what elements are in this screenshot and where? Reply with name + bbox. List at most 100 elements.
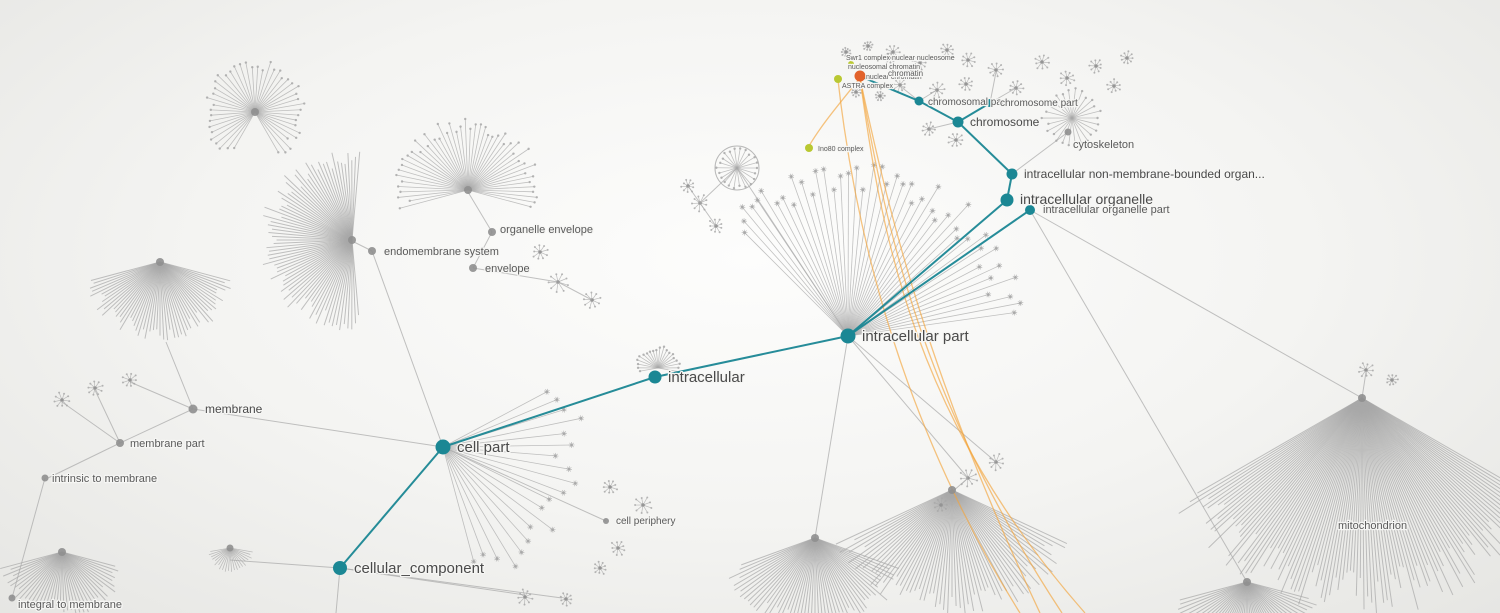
gray-edge bbox=[989, 87, 1017, 104]
gray-edge bbox=[94, 389, 121, 444]
gray-edge bbox=[699, 167, 738, 204]
gray-edge bbox=[1029, 209, 1248, 583]
label-intrinsic-to-membrane[interactable]: intrinsic to membrane bbox=[51, 472, 159, 487]
label-chromatin[interactable]: chromatin bbox=[887, 68, 925, 80]
node-mitochondrion-apex[interactable] bbox=[1358, 394, 1366, 402]
gray-edge bbox=[687, 185, 701, 204]
teal-edge bbox=[957, 102, 991, 123]
label-nucleosomal-chromatin[interactable]: nucleosomal chromatin bbox=[847, 63, 922, 73]
node-cluster-node-2[interactable] bbox=[464, 186, 472, 194]
node-intracellular-part[interactable] bbox=[840, 328, 856, 344]
node-cluster-node-7[interactable] bbox=[811, 534, 819, 542]
node-cell-periphery[interactable] bbox=[603, 518, 609, 524]
node-intracellular[interactable] bbox=[648, 370, 662, 384]
node-membrane-part[interactable] bbox=[116, 439, 124, 447]
label-swr1-complex[interactable]: Swr1 complex bbox=[845, 54, 892, 64]
label-astra-complex[interactable]: ASTRA complex bbox=[841, 82, 895, 92]
label-intracellular-part[interactable]: intracellular part bbox=[861, 327, 971, 347]
node-ino80-complex-node[interactable] bbox=[805, 144, 813, 152]
gray-edge bbox=[1029, 209, 1363, 399]
gray-edge bbox=[371, 250, 444, 448]
label-organelle-envelope[interactable]: organelle envelope bbox=[499, 223, 594, 238]
gray-edge bbox=[989, 71, 997, 104]
gray-edge bbox=[467, 191, 493, 233]
gray-edge bbox=[736, 167, 849, 337]
label-nuclear-chromatin[interactable]: nuclear chromatin bbox=[865, 73, 923, 83]
label-intracellular-non-membrane-bounded-organ[interactable]: intracellular non-membrane-bounded organ… bbox=[1023, 166, 1266, 183]
teal-edges bbox=[339, 76, 1031, 569]
gray-edge bbox=[229, 559, 341, 569]
gray-edge bbox=[847, 335, 997, 463]
node-cluster-node-9[interactable] bbox=[1243, 578, 1251, 586]
node-chromosome-part[interactable] bbox=[986, 99, 994, 107]
label-cell-periphery[interactable]: cell periphery bbox=[615, 515, 677, 529]
gray-edge bbox=[472, 231, 493, 269]
node-chromosome[interactable] bbox=[952, 116, 964, 128]
gray-edge bbox=[11, 477, 46, 599]
gray-edge bbox=[557, 281, 593, 301]
node-cluster-node-5[interactable] bbox=[226, 544, 234, 552]
label-intracellular-organelle[interactable]: intracellular organelle bbox=[1019, 190, 1155, 209]
node-chromosomal-part[interactable] bbox=[914, 96, 924, 106]
node-organelle-envelope[interactable] bbox=[488, 228, 496, 236]
orange-edges bbox=[808, 77, 1086, 613]
label-ino80-complex[interactable]: Ino80 complex bbox=[817, 145, 866, 155]
node-highlight-complex-node-b[interactable] bbox=[848, 61, 854, 67]
label-integral-to-membrane[interactable]: integral to membrane bbox=[17, 598, 123, 613]
label-chromosomal-part[interactable]: chromosomal part bbox=[927, 96, 1010, 110]
gray-edge bbox=[61, 401, 121, 444]
label-chromosome-part[interactable]: chromosome part bbox=[999, 97, 1080, 111]
cluster-ring bbox=[714, 145, 760, 191]
gray-edge bbox=[472, 267, 559, 283]
gray-clusters bbox=[0, 60, 1500, 613]
node-cluster-node-4[interactable] bbox=[156, 258, 164, 266]
label-cellular-component[interactable]: cellular_component bbox=[353, 559, 486, 579]
node-cluster-node-1[interactable] bbox=[251, 108, 259, 116]
labels: cellular_component cell part intracellular… bbox=[17, 54, 1409, 613]
node-envelope[interactable] bbox=[469, 264, 477, 272]
teal-edge bbox=[957, 121, 1013, 175]
gray-edge bbox=[339, 567, 563, 599]
node-cluster-node-6[interactable] bbox=[58, 548, 66, 556]
teal-edge bbox=[847, 199, 1008, 337]
orange-edge bbox=[808, 77, 861, 147]
label-envelope[interactable]: envelope bbox=[484, 262, 531, 277]
node-intracellular-organelle[interactable] bbox=[1000, 193, 1014, 207]
gray-edge bbox=[335, 567, 341, 613]
teal-edge bbox=[339, 446, 444, 569]
node-intrinsic-to-membrane[interactable] bbox=[41, 474, 49, 482]
node-highlight-complex-node-a[interactable] bbox=[834, 75, 842, 83]
gray-edge bbox=[119, 408, 194, 444]
node-integral-to-membrane[interactable] bbox=[8, 594, 16, 602]
orange-edge bbox=[859, 77, 1041, 613]
node-membrane[interactable] bbox=[188, 404, 198, 414]
label-intracellular[interactable]: intracellular bbox=[667, 368, 746, 388]
node-cluster-node-3[interactable] bbox=[348, 236, 356, 244]
label-nuclear-nucleosome[interactable]: nuclear nucleosome bbox=[891, 54, 956, 64]
label-cytoskeleton[interactable]: cytoskeleton bbox=[1072, 138, 1136, 153]
node-intracellular-organelle-part[interactable] bbox=[1025, 205, 1035, 215]
orange-edge bbox=[859, 77, 1086, 613]
node-endomembrane-system[interactable] bbox=[368, 247, 376, 255]
node-cluster-node-8[interactable] bbox=[948, 486, 956, 494]
teal-edge bbox=[847, 209, 1031, 337]
teal-edge bbox=[918, 100, 959, 123]
label-cell-part[interactable]: cell part bbox=[456, 438, 512, 458]
label-membrane-part[interactable]: membrane part bbox=[129, 437, 206, 452]
gray-edge bbox=[1361, 371, 1367, 399]
label-intracellular-organelle-part[interactable]: intracellular organelle part bbox=[1042, 203, 1171, 218]
label-membrane[interactable]: membrane bbox=[204, 401, 264, 418]
node-intracellular-non-membrane-bounded-organelle[interactable] bbox=[1006, 168, 1018, 180]
node-cell-part[interactable] bbox=[435, 439, 451, 455]
node-selected-term-node[interactable] bbox=[854, 70, 866, 82]
gray-edges bbox=[11, 71, 1367, 613]
node-cellular-component[interactable] bbox=[333, 561, 347, 575]
node-cytoskeleton[interactable] bbox=[1064, 128, 1072, 136]
label-chromosome[interactable]: chromosome bbox=[969, 114, 1041, 131]
label-endomembrane-system[interactable]: endomembrane system bbox=[383, 245, 500, 260]
orange-edge bbox=[859, 77, 1063, 613]
label-mitochondrion[interactable]: mitochondrion bbox=[1337, 519, 1409, 534]
gray-edge bbox=[442, 446, 607, 522]
